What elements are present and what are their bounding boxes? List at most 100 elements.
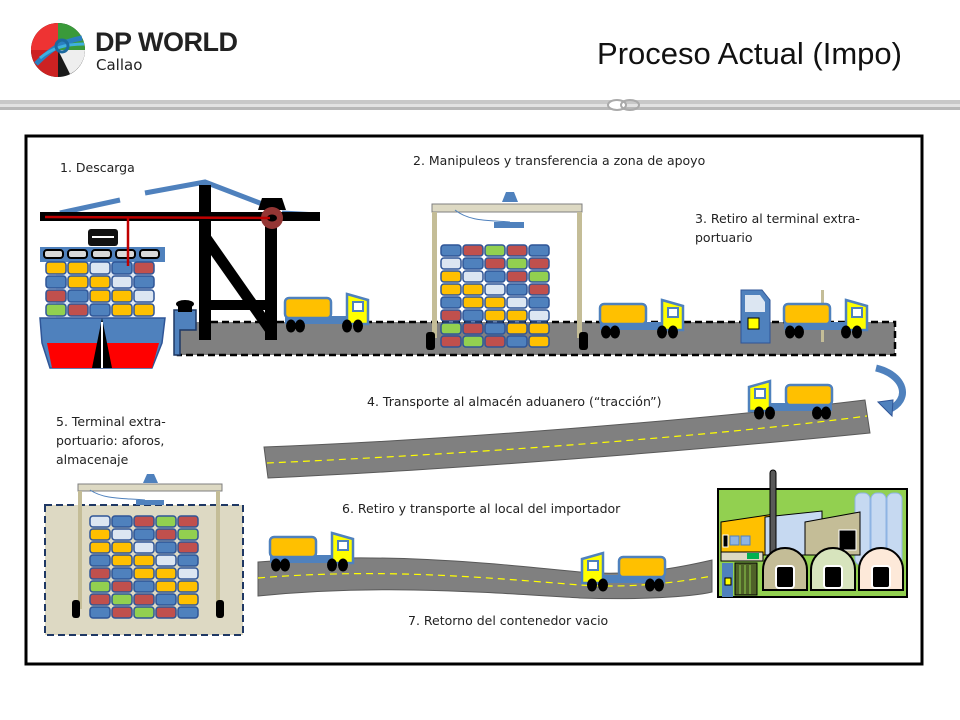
container-icon [528,296,550,309]
container-icon [111,554,133,567]
container-icon [111,567,133,580]
container-icon [133,261,155,275]
truck-window [851,307,863,318]
step-4-text: 4. Transporte al almacén aduanero (“trac… [367,394,662,409]
container-icon [67,289,89,303]
container-icon [506,257,528,270]
step-7-label: 7. Retorno del contenedor vacio [408,611,608,630]
truck-chassis [285,316,365,324]
ship-window [67,249,88,259]
dp-world-logo [31,23,85,77]
container-icon [528,270,550,283]
warehouse-icon [717,469,908,598]
container-icon [177,606,199,619]
container-icon [462,283,484,296]
wheel [657,325,667,339]
container-icon [111,528,133,541]
step-3-text-1: 3. Retiro al terminal extra- [695,211,860,226]
container-icon [462,335,484,348]
wheel [645,578,655,592]
container-icon [177,528,199,541]
step-5-text-2: portuario: aforos, [56,433,165,448]
container-icon [484,257,506,270]
wheel [785,325,795,339]
wheel [841,325,851,339]
wheel [821,406,831,420]
container-icon [155,606,177,619]
step-2-text: 2. Manipuleos y transferencia a zona de … [413,153,706,168]
container-stack [45,261,155,317]
container-icon [177,541,199,554]
container-icon [155,593,177,606]
container-icon [528,335,550,348]
container-icon [111,541,133,554]
container-icon [111,580,133,593]
container-icon [111,515,133,528]
container-icon [133,606,155,619]
container-icon [177,580,199,593]
container-icon [89,289,111,303]
container-icon [89,567,111,580]
header-divider [0,100,960,110]
truck-window [667,307,679,318]
container-icon [506,244,528,257]
wheel [852,325,862,339]
container-icon [133,515,155,528]
container-icon [506,270,528,283]
wheel [610,325,620,339]
wheel [271,558,281,572]
container-icon [155,515,177,528]
container-icon [440,309,462,322]
container-icon [67,261,89,275]
step-5-text-3: almacenaje [56,452,129,467]
container-icon [484,244,506,257]
container-icon [528,257,550,270]
container-icon [133,580,155,593]
step-1-label: 1. Descarga [60,158,135,177]
container-icon [462,322,484,335]
step-7-text: 7. Retorno del contenedor vacio [408,613,609,628]
truck-chassis [585,575,665,583]
step-1-text: 1. Descarga [60,160,135,175]
container-icon [111,606,133,619]
container-icon [440,283,462,296]
container-icon [45,275,67,289]
truck-chassis [752,403,832,411]
curved-arrow-icon [875,364,906,418]
truck-icon [598,298,685,339]
truck-container [283,296,333,320]
wheel [327,558,337,572]
container-icon [177,567,199,580]
container-icon [133,567,155,580]
container-icon [133,593,155,606]
container-icon [89,515,111,528]
container-icon [177,554,199,567]
container-icon [89,554,111,567]
wheel [601,325,611,339]
container-icon [111,289,133,303]
container-icon [133,528,155,541]
container-icon [133,541,155,554]
quay-edge [173,309,197,356]
step-6-label: 6. Retiro y transporte al local del impo… [342,499,620,518]
truck-window [337,540,349,551]
container-stack [89,515,199,619]
container-icon [111,303,133,317]
step-5-label: 5. Terminal extra-portuario: aforos,alma… [56,412,166,469]
container-icon [89,606,111,619]
container-icon [440,296,462,309]
truck-container [617,555,667,579]
wheel [668,325,678,339]
container-icon [440,244,462,257]
container-icon [484,283,506,296]
container-icon [484,322,506,335]
container-icon [67,303,89,317]
brand-location: Callao [96,56,143,74]
ship-window [115,249,136,259]
truck-chassis [270,555,350,563]
page-title: Proceso Actual (Impo) [597,36,902,71]
container-icon [528,244,550,257]
container-icon [506,309,528,322]
container-icon [133,303,155,317]
